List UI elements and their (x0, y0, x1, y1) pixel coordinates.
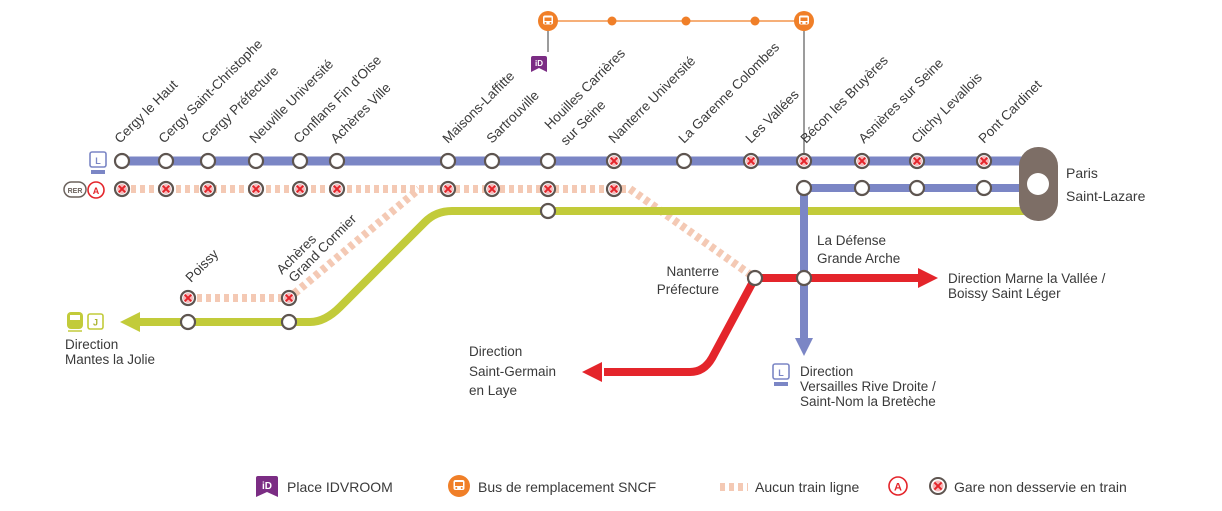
legend: iD Place IDVROOM Bus de remplacement SNC… (256, 475, 1127, 497)
station-label-neuville-universite: Neuville Université (247, 56, 337, 146)
station-not-served-marker (179, 289, 197, 307)
bus-icon (794, 11, 814, 31)
line-j-track (140, 207, 1040, 326)
station-not-served-marker (605, 152, 623, 170)
station-not-served-marker (247, 180, 265, 198)
direction-marne-line2: Boissy Saint Léger (948, 286, 1061, 301)
station-not-served-marker (280, 289, 298, 307)
station-marker (975, 179, 993, 197)
station-marker (853, 179, 871, 197)
station-not-served-marker (157, 180, 175, 198)
direction-versailles-line2: Versailles Rive Droite / (800, 379, 936, 394)
station-not-served-marker (975, 152, 993, 170)
station-marker (247, 152, 265, 170)
line-a-badge-icon: A (87, 181, 105, 199)
station-not-served-marker (853, 152, 871, 170)
station-not-served-marker (483, 180, 501, 198)
station-marker (908, 179, 926, 197)
legend-line-a-icon: A (888, 476, 908, 496)
station-not-served-marker (291, 180, 309, 198)
station-label-la-defense-line2: Grande Arche (817, 251, 900, 266)
station-marker (199, 152, 217, 170)
direction-versailles-line1: Direction (800, 364, 853, 379)
station-not-served-marker (908, 152, 926, 170)
station-label-nanterre-pref-line2: Préfecture (657, 282, 719, 297)
legend-bus-label: Bus de remplacement SNCF (478, 479, 656, 495)
direction-versailles-line3: Saint-Nom la Bretèche (800, 394, 936, 409)
station-marker (291, 152, 309, 170)
saint-germain-arrow-icon (582, 362, 602, 382)
station-marker (280, 313, 298, 331)
bus-replacement-route (547, 16, 805, 160)
idvroom-icon-text: iD (535, 59, 543, 68)
station-label-nanterre-pref-line1: Nanterre (666, 264, 719, 279)
station-not-served-marker (605, 180, 623, 198)
idvroom-icon: iD (531, 56, 547, 72)
station-marker (539, 202, 557, 220)
line-j-badge-text: J (93, 318, 98, 328)
versailles-line-l-badge-text: L (778, 368, 784, 378)
legend-no-train-label: Aucun train ligne (755, 479, 860, 495)
legend-idvroom-label: Place IDVROOM (287, 479, 393, 495)
versailles-arrow-icon (795, 338, 813, 356)
station-label-la-defense-line1: La Défense (817, 233, 886, 248)
legend-idvroom-icon-text: iD (262, 481, 272, 492)
versailles-line-l-badge-icon: L (772, 363, 790, 386)
rer-badge-icon: RER (63, 181, 87, 198)
line-j-badge-icon: J (87, 313, 104, 330)
station-not-served-marker (539, 180, 557, 198)
station-marker (157, 152, 175, 170)
station-marker (483, 152, 501, 170)
station-label-paris-line2: Saint-Lazare (1066, 188, 1146, 204)
station-label-paris-line1: Paris (1066, 165, 1098, 181)
station-not-served-marker (199, 180, 217, 198)
direction-mantes-line2: Mantes la Jolie (65, 352, 155, 367)
legend-idvroom-icon: iD (256, 476, 278, 497)
station-marker (539, 152, 557, 170)
legend-no-service-label: Gare non desservie en train (954, 479, 1127, 495)
bus-route-stop (681, 16, 691, 26)
station-marker (439, 152, 457, 170)
station-marker (746, 269, 764, 287)
direction-saint-germain-line1: Direction (469, 344, 522, 359)
legend-bus-icon (448, 475, 470, 497)
station-not-served-marker (742, 152, 760, 170)
rer-badge-text: RER (68, 188, 83, 195)
legend-line-a-text: A (894, 482, 902, 494)
train-icon (67, 312, 83, 332)
bus-route-stop (607, 16, 617, 26)
station-label-poissy: Poissy (183, 246, 222, 285)
terminus-paris-saint-lazare (1019, 147, 1058, 221)
line-l-badge-text: L (95, 156, 101, 166)
line-l-badge-icon: L (89, 151, 107, 174)
direction-saint-germain-line3: en Laye (469, 383, 517, 398)
direction-marne-line1: Direction Marne la Vallée / (948, 271, 1106, 286)
station-not-served-marker (795, 152, 813, 170)
station-marker (795, 179, 813, 197)
station-marker (179, 313, 197, 331)
line-a-badge-text: A (93, 186, 100, 196)
station-label-les-vallees: Les Vallées (743, 87, 802, 146)
station-marker (113, 152, 131, 170)
mantes-arrow-icon (120, 312, 140, 332)
marne-arrow-icon (918, 268, 938, 288)
legend-no-service-icon (929, 477, 947, 495)
station-not-served-marker (328, 180, 346, 198)
station-marker (795, 269, 813, 287)
station-marker (328, 152, 346, 170)
station-label-pont-cardinet: Pont Cardinet (976, 77, 1045, 146)
direction-mantes-line1: Direction (65, 337, 118, 352)
direction-saint-germain-line2: Saint-Germain (469, 364, 556, 379)
place-labels: Paris Saint-Lazare La Défense Grande Arc… (65, 165, 1146, 409)
bus-icon (538, 11, 558, 31)
station-not-served-marker (439, 180, 457, 198)
bus-route-stop (750, 16, 760, 26)
station-not-served-marker (113, 180, 131, 198)
rer-a-track (604, 274, 920, 376)
station-marker (675, 152, 693, 170)
